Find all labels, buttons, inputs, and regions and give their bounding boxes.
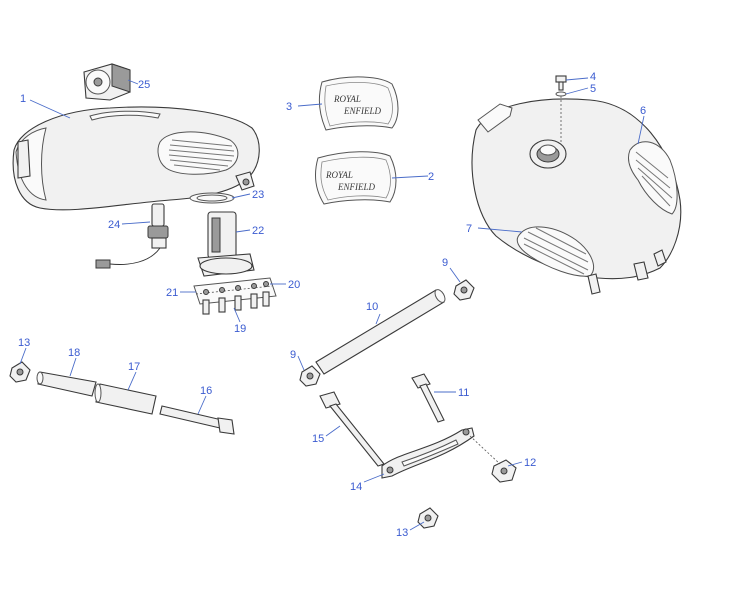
callout-9-upper: 9 — [442, 257, 448, 269]
part-24-sensor — [95, 203, 169, 269]
callout-17: 17 — [128, 361, 140, 373]
part-15-bolt — [319, 391, 385, 467]
callout-20: 20 — [288, 279, 300, 291]
callout-7: 7 — [466, 223, 472, 235]
part-2-logo-badge: ROYAL ENFIELD — [315, 151, 397, 205]
callout-12: 12 — [524, 457, 536, 469]
callout-13-left: 13 — [18, 337, 30, 349]
part-12-nut — [491, 459, 517, 483]
part-5-washer — [555, 91, 567, 97]
callout-11: 11 — [458, 387, 469, 399]
part-22-fuel-pump — [197, 211, 255, 277]
part-13-nut-left — [9, 361, 31, 383]
callout-13-bottom: 13 — [396, 527, 408, 539]
callout-5: 5 — [590, 83, 596, 95]
callout-14: 14 — [350, 481, 362, 493]
callout-4: 4 — [590, 71, 596, 83]
callout-6: 6 — [640, 105, 646, 117]
part-19-bolts — [202, 291, 270, 315]
callout-1: 1 — [20, 93, 26, 105]
part-25-cap — [83, 63, 131, 101]
logo-lower-text-2: ENFIELD — [337, 182, 375, 192]
callout-22: 22 — [252, 225, 264, 237]
part-17-sleeve — [94, 383, 157, 415]
callout-10: 10 — [366, 301, 378, 313]
callout-16: 16 — [200, 385, 212, 397]
part-16-bolt — [159, 405, 235, 435]
callout-3: 3 — [286, 101, 292, 113]
part-9-nut-upper — [453, 279, 475, 301]
part-1-fuel-tank — [12, 106, 260, 211]
callout-2: 2 — [428, 171, 434, 183]
logo-lower-text-1: ROYAL — [325, 170, 353, 180]
logo-upper-text-1: ROYAL — [333, 94, 361, 104]
part-4-screw — [555, 75, 567, 91]
callout-18: 18 — [68, 347, 80, 359]
callout-9-lower: 9 — [290, 349, 296, 361]
callout-21: 21 — [166, 287, 178, 299]
callout-25: 25 — [138, 79, 150, 91]
callout-24: 24 — [108, 219, 120, 231]
callout-23: 23 — [252, 189, 264, 201]
part-13-nut-bottom — [417, 507, 439, 529]
part-7-fuel-tank-shell — [471, 98, 682, 295]
part-10-rod — [315, 289, 446, 375]
part-11-bolt — [411, 373, 445, 423]
leader-lines — [19, 77, 645, 531]
logo-upper-text-2: ENFIELD — [343, 106, 381, 116]
part-18-spacer — [36, 371, 97, 397]
callout-19: 19 — [234, 323, 246, 335]
part-23-gasket — [189, 192, 235, 204]
part-3-logo-badge: ROYAL ENFIELD — [318, 76, 399, 131]
callout-labels: 1 2 3 4 5 6 7 9 9 10 11 12 13 13 14 15 1… — [18, 71, 646, 539]
part-14-bracket — [381, 427, 475, 479]
part-9-nut-lower — [299, 365, 321, 387]
callout-15: 15 — [312, 433, 324, 445]
